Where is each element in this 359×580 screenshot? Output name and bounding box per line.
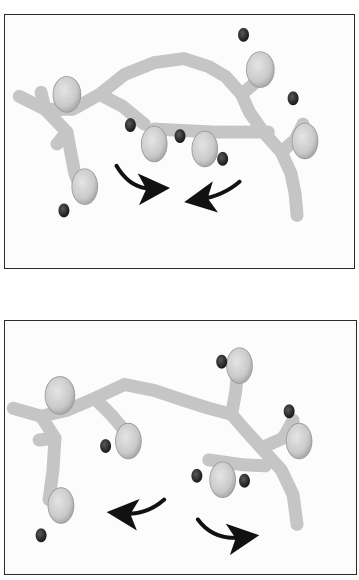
large-vesicle xyxy=(227,348,253,384)
small-particle xyxy=(191,469,202,483)
panel-top-drawing xyxy=(5,15,354,268)
arrow-curved-right xyxy=(198,519,244,537)
small-particle xyxy=(36,528,47,542)
large-vesicle xyxy=(116,423,142,459)
diagram-panel-bottom xyxy=(4,320,357,575)
small-particle xyxy=(125,118,136,132)
arrow-curved-left xyxy=(200,182,240,200)
arrow-curved-right xyxy=(116,166,154,189)
small-particle xyxy=(58,204,69,218)
small-particle xyxy=(216,355,227,369)
motion-arrows xyxy=(116,166,239,200)
small-particle xyxy=(284,404,295,418)
large-vesicle xyxy=(48,488,74,524)
large-vesicle xyxy=(141,126,167,162)
large-vesicle xyxy=(72,169,98,205)
large-vesicle xyxy=(45,377,75,415)
small-particle xyxy=(238,28,249,42)
large-vesicle xyxy=(210,462,236,498)
motion-arrows xyxy=(122,500,243,538)
small-particle xyxy=(100,439,111,453)
small-particle xyxy=(175,129,186,143)
large-vesicles xyxy=(45,348,312,524)
small-particle xyxy=(217,152,228,166)
arrow-curved-left xyxy=(122,500,164,514)
large-vesicle xyxy=(246,52,274,88)
diagram-panel-top xyxy=(4,14,355,269)
small-particle xyxy=(288,91,299,105)
small-particle xyxy=(239,474,250,488)
large-vesicle xyxy=(292,123,318,159)
large-vesicle xyxy=(192,131,218,167)
large-vesicle xyxy=(53,77,81,113)
large-vesicle xyxy=(286,423,312,459)
panel-bottom-drawing xyxy=(5,321,356,574)
